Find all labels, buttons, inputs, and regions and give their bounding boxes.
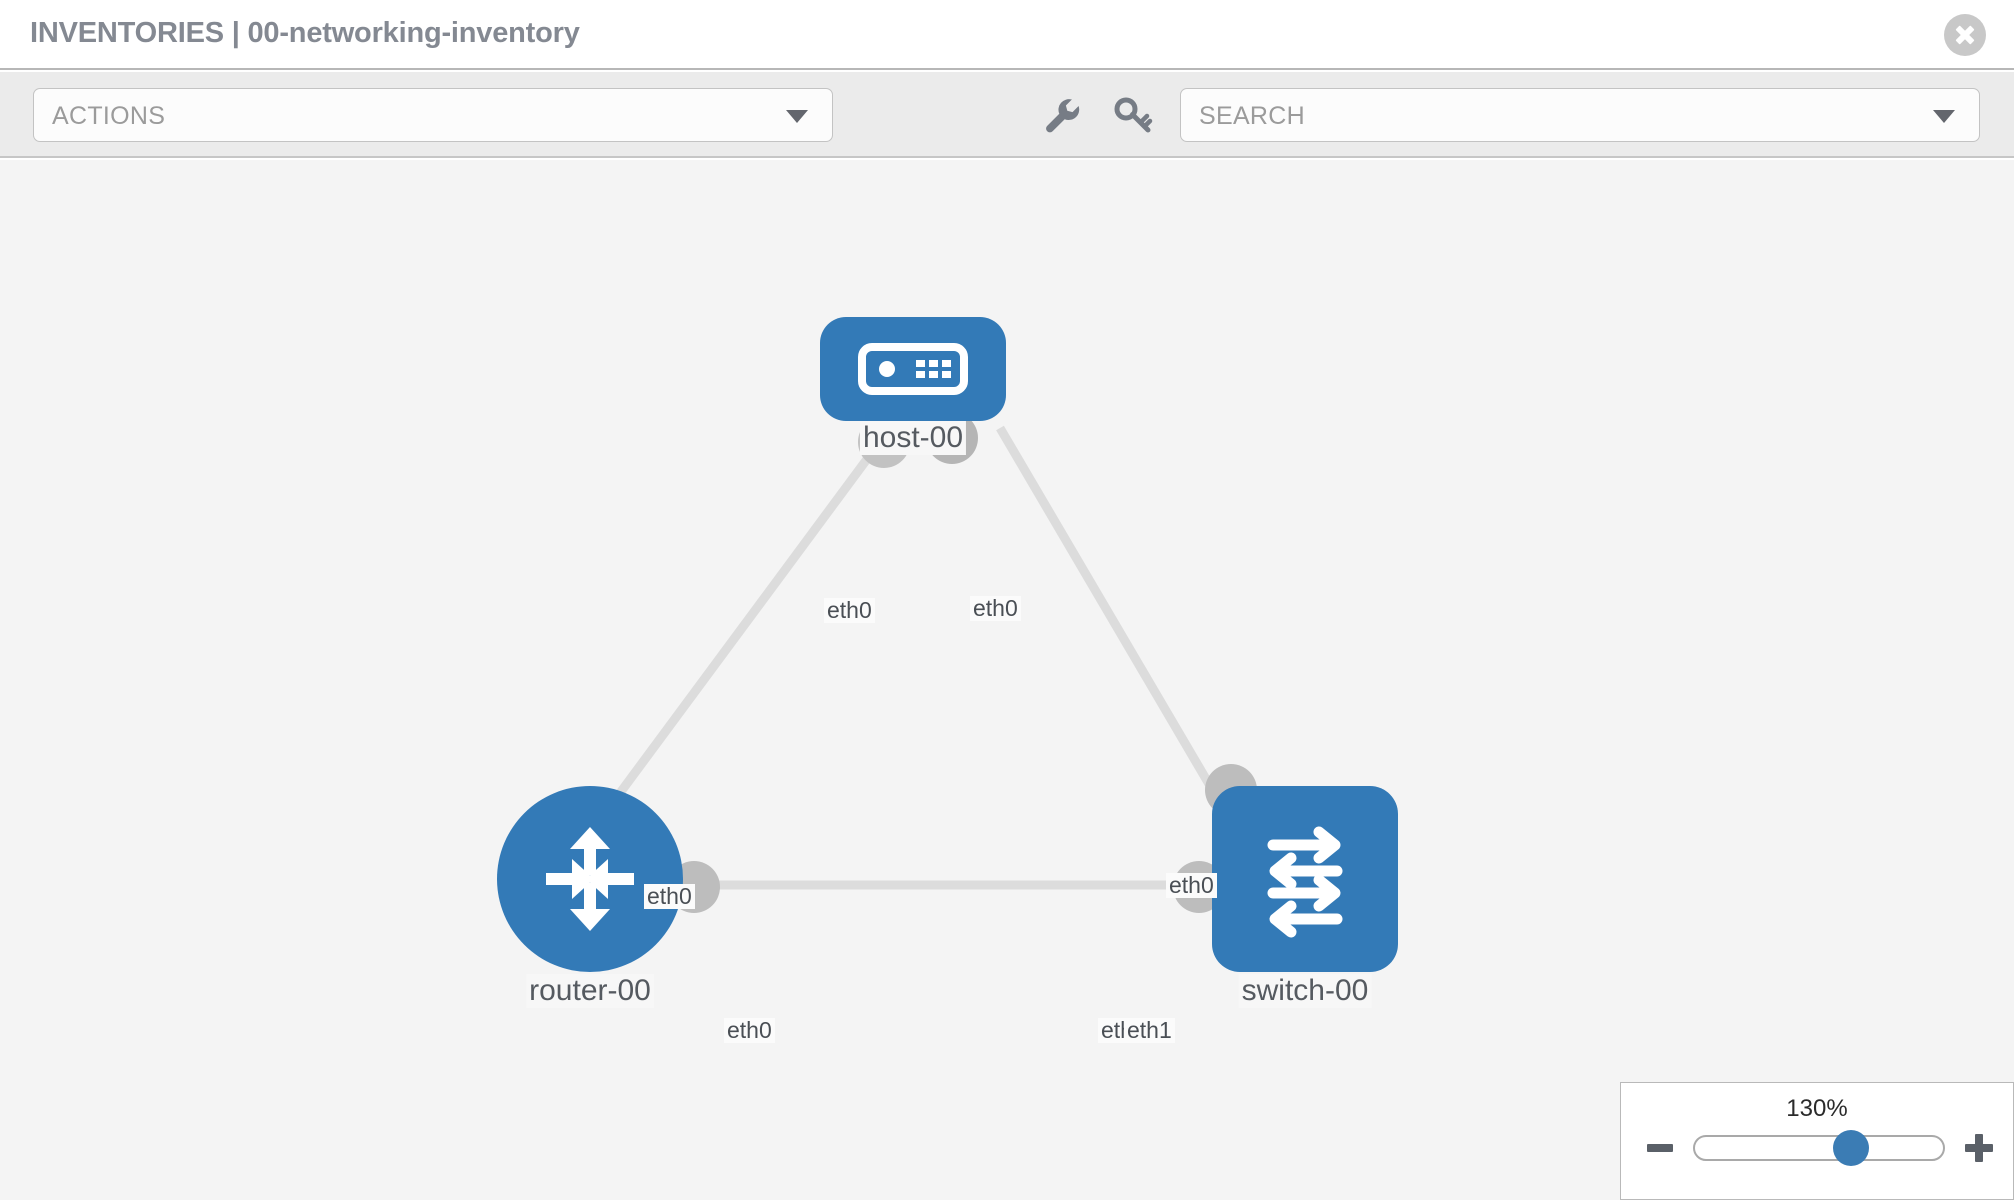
search-input-placeholder: SEARCH (1199, 102, 1305, 130)
node-switch-00-shape (1212, 786, 1398, 972)
link-host-switch[interactable] (996, 425, 1220, 799)
iface-label-host-right: eth0 (970, 595, 1021, 622)
zoom-level-label: 130% (1786, 1095, 1848, 1122)
actions-dropdown-label: ACTIONS (52, 102, 166, 130)
wrench-icon[interactable] (1038, 92, 1084, 138)
iface-label-host-left: eth0 (824, 597, 875, 624)
key-icon[interactable] (1110, 92, 1156, 138)
zoom-control-panel: 130% (1620, 1082, 2014, 1200)
node-host-00-label: host-00 (859, 421, 967, 455)
node-switch-00[interactable]: switch-00 (1212, 786, 1398, 1008)
search-chevron-down-icon[interactable] (1933, 110, 1955, 123)
toolbar: ACTIONS SEARCH (0, 72, 2014, 158)
page-title: INVENTORIES | 00-networking-inventory (30, 17, 580, 49)
iface-label-switch-uplink: eth0 (1166, 872, 1217, 899)
iface-label-switch-eth1: eth1 (1124, 1017, 1175, 1044)
zoom-slider[interactable] (1693, 1130, 1945, 1166)
zoom-out-button[interactable] (1645, 1131, 1679, 1165)
actions-dropdown[interactable]: ACTIONS (33, 88, 833, 142)
node-switch-00-label: switch-00 (1238, 974, 1372, 1008)
zoom-slider-thumb[interactable] (1833, 1130, 1870, 1166)
router-icon (497, 786, 683, 972)
zoom-in-button[interactable] (1963, 1131, 1997, 1165)
node-host-00-shape (820, 317, 1006, 421)
page-header: INVENTORIES | 00-networking-inventory (0, 0, 2014, 70)
close-icon[interactable] (1944, 14, 1986, 56)
server-icon (820, 317, 1006, 421)
topology-links (596, 412, 1257, 913)
iface-label-router-eth0: eth0 (724, 1017, 775, 1044)
search-input[interactable]: SEARCH (1180, 88, 1980, 142)
node-router-00-label: router-00 (526, 974, 654, 1008)
link-host-router[interactable] (596, 425, 894, 823)
switch-icon (1212, 786, 1398, 972)
chevron-down-icon (786, 110, 808, 123)
node-router-00[interactable]: router-00 (497, 786, 683, 1008)
iface-label-router-uplink: eth0 (644, 883, 695, 910)
node-host-00[interactable]: host-00 (820, 317, 1006, 455)
topology-canvas[interactable]: host-00 (0, 160, 2014, 1200)
